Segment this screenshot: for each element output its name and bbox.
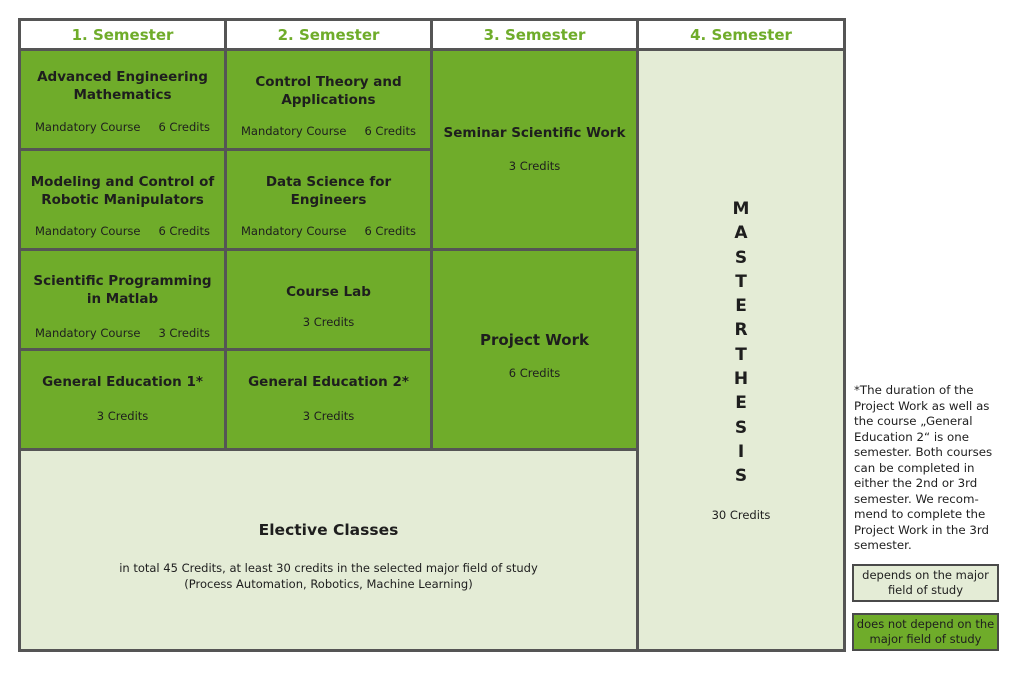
- course-type: Mandatory Course: [35, 224, 141, 238]
- elective-classes: Elective Classes in total 45 Credits, at…: [21, 451, 636, 649]
- footnote: *The duration of the Project Work as wel…: [854, 383, 993, 552]
- legend-not-depends-on-major: does not depend on the major field of st…: [852, 613, 999, 651]
- course-data-science: Data Science for Engineers Mandatory Cou…: [227, 151, 430, 248]
- course-title: Control Theory and Applications: [255, 74, 402, 108]
- course-credits: 6 Credits: [158, 120, 210, 134]
- elective-title: Elective Classes: [258, 521, 399, 539]
- course-title: Data Science for Engineers: [265, 174, 392, 208]
- course-type: Mandatory Course: [241, 124, 347, 138]
- course-title: Advanced Engineering Mathematics: [37, 69, 208, 103]
- course-control-theory: Control Theory and Applications Mandator…: [227, 51, 430, 148]
- course-title: General Education 1*: [42, 374, 203, 390]
- thesis-credits: 30 Credits: [711, 508, 771, 522]
- course-title: General Education 2*: [248, 374, 409, 390]
- course-general-education-2: General Education 2* 3 Credits: [227, 351, 430, 448]
- header-semester-3: 3. Semester: [433, 21, 636, 48]
- course-project-work: Project Work 6 Credits: [433, 251, 636, 448]
- header-semester-2: 2. Semester: [227, 21, 430, 48]
- course-title: Scientific Programming in Matlab: [33, 273, 212, 307]
- course-credits: 6 Credits: [158, 224, 210, 238]
- elective-fields: (Process Automation, Robotics, Machine L…: [184, 577, 473, 591]
- legend-depends-on-major: depends on the major field of study: [852, 564, 999, 602]
- course-title: Course Lab: [286, 284, 371, 300]
- thesis-letter: M: [732, 199, 750, 219]
- thesis-letter: E: [735, 393, 747, 414]
- course-credits: 3 Credits: [302, 409, 355, 423]
- course-credits: 3 Credits: [302, 315, 355, 329]
- elective-description: in total 45 Credits, at least 30 credits…: [119, 561, 538, 575]
- thesis-letter: S: [734, 417, 748, 438]
- course-title: Modeling and Control of Robotic Manipula…: [30, 174, 215, 208]
- thesis-letter: S: [734, 466, 748, 487]
- thesis-letter: T: [735, 344, 747, 365]
- course-advanced-engineering-mathematics: Advanced Engineering Mathematics Mandato…: [21, 51, 224, 148]
- course-title: Project Work: [480, 331, 589, 349]
- thesis-letter: I: [737, 441, 745, 462]
- thesis-letter: H: [733, 369, 749, 390]
- course-title: Seminar Scientific Work: [443, 125, 626, 141]
- course-credits: 6 Credits: [364, 224, 416, 238]
- thesis-letter: A: [734, 223, 748, 244]
- course-seminar-scientific-work: Seminar Scientific Work 3 Credits: [433, 51, 636, 248]
- course-credits: 3 Credits: [158, 326, 210, 340]
- header-semester-1: 1. Semester: [21, 21, 224, 48]
- course-credits: 3 Credits: [508, 159, 561, 173]
- course-scientific-programming: Scientific Programming in Matlab Mandato…: [21, 251, 224, 348]
- header-semester-4: 4. Semester: [639, 21, 843, 48]
- thesis-letter: T: [735, 271, 747, 292]
- course-type: Mandatory Course: [35, 326, 141, 340]
- course-type: Mandatory Course: [241, 224, 347, 238]
- thesis-letter: E: [735, 296, 747, 317]
- course-general-education-1: General Education 1* 3 Credits: [21, 351, 224, 448]
- course-lab: Course Lab 3 Credits: [227, 251, 430, 348]
- course-credits: 6 Credits: [508, 366, 561, 380]
- course-modeling-control-robotic: Modeling and Control of Robotic Manipula…: [21, 151, 224, 248]
- course-credits: 6 Credits: [364, 124, 416, 138]
- thesis-letter: R: [734, 320, 748, 341]
- course-credits: 3 Credits: [96, 409, 149, 423]
- thesis-letter: S: [734, 247, 748, 268]
- course-type: Mandatory Course: [35, 120, 141, 134]
